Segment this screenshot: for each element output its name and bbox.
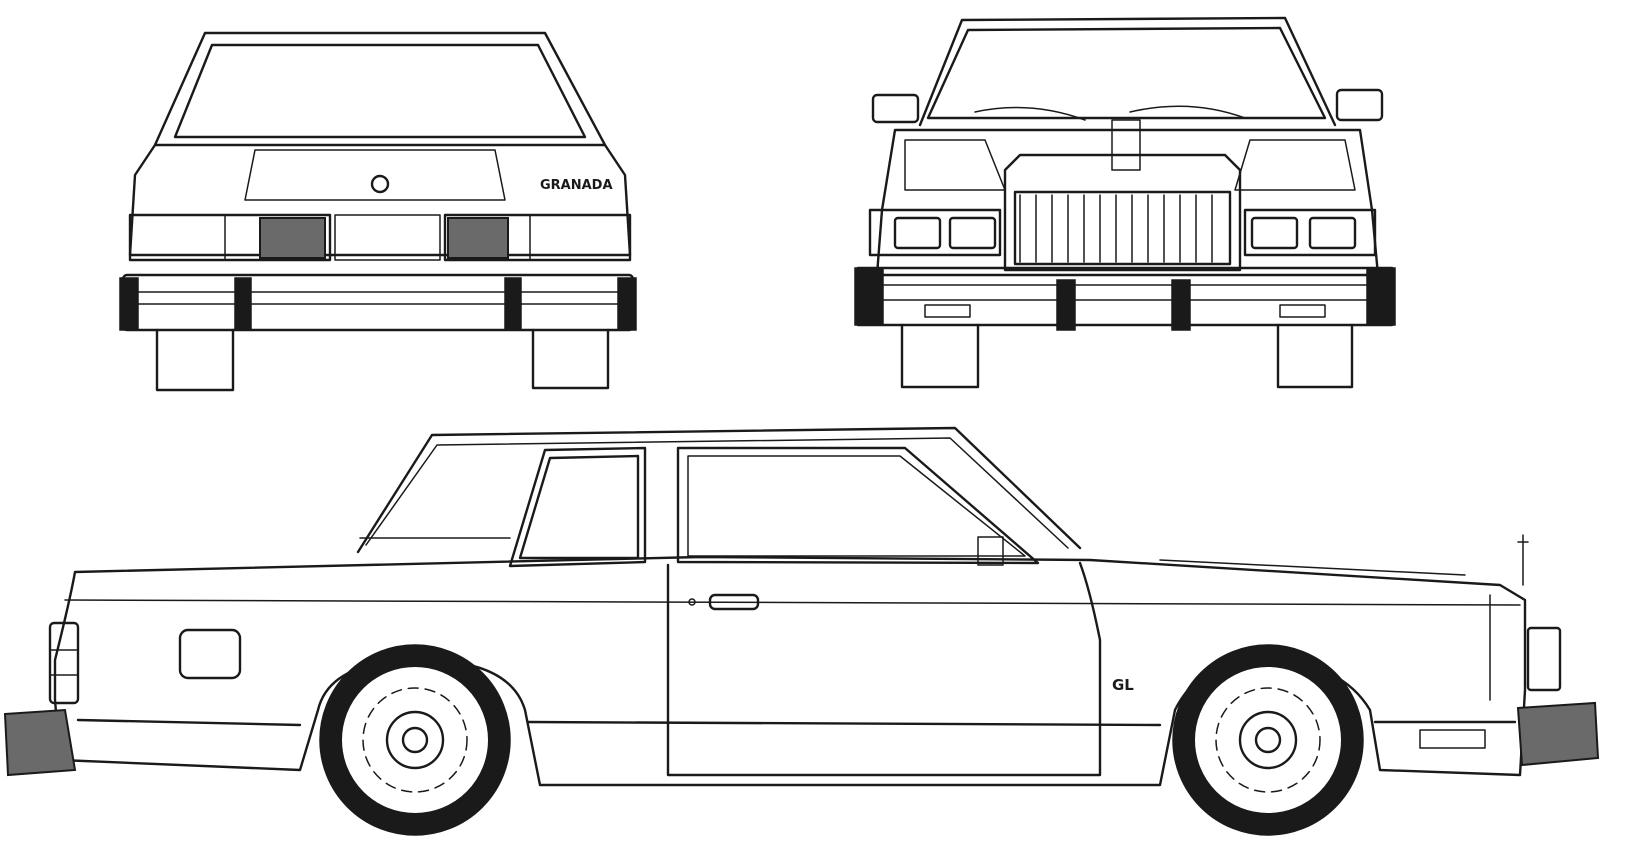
rear-bumper: [119, 273, 637, 332]
door: [666, 536, 1102, 777]
mirror-right: [1335, 88, 1384, 122]
rear-model-badge: GRANADA: [540, 178, 613, 193]
bumper-guard: [504, 277, 522, 331]
bumper-guard: [234, 277, 252, 331]
bumper-guard: [119, 277, 139, 331]
side-view: GL: [3, 426, 1600, 836]
front-body: [875, 119, 1380, 277]
front-bumper: [854, 266, 1396, 331]
wiper-right: [1129, 105, 1246, 119]
front-tires: [900, 323, 1354, 389]
side-mirrors: [871, 88, 1384, 124]
front-view: [854, 16, 1396, 389]
mirror-left: [871, 93, 920, 124]
side-mirror: [977, 536, 1004, 566]
rear-view: GRANADA: [119, 31, 637, 392]
rear-quarter-window: [508, 446, 647, 568]
front-roof-and-windshield: [918, 16, 1337, 127]
side-marker-light: [1526, 626, 1562, 692]
side-model-badge: GL: [1112, 676, 1134, 694]
fuel-door: [178, 628, 242, 680]
rear-tires: [155, 328, 610, 392]
side-windows: [508, 446, 1040, 568]
side-roof: [356, 426, 1082, 554]
door-handle: [708, 593, 760, 611]
grille-frame: [1013, 190, 1232, 266]
wiper-left: [974, 106, 1086, 121]
rear-emblem-icon: [370, 174, 390, 194]
front-wheel: [1172, 644, 1364, 836]
headlights: [868, 208, 1377, 257]
rear-body: GRANADA: [128, 143, 632, 257]
grille: [1013, 190, 1232, 266]
door-window: [676, 446, 1040, 565]
rear-wheel: [319, 644, 511, 836]
bumper-guard: [617, 277, 637, 331]
rear-bumper-side: [3, 708, 77, 777]
hood-ornament-side: [1517, 534, 1529, 586]
rear-tail-lights: [128, 213, 632, 262]
front-bumper-side: [1419, 626, 1600, 767]
tail-light-side: [48, 621, 80, 705]
rear-roof-and-window: [153, 31, 607, 147]
hood-ornament: [1111, 119, 1141, 171]
